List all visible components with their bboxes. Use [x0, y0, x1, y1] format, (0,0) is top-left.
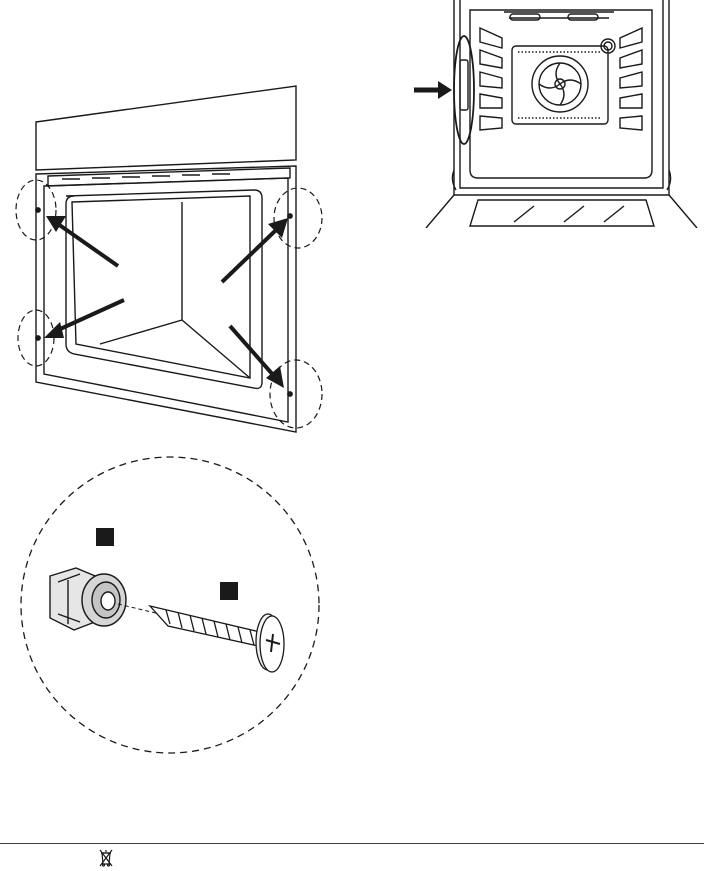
label-marker-b — [220, 582, 238, 600]
oven-interior-illustration — [414, 0, 704, 228]
oven-cavity-frame-illustration — [0, 82, 330, 442]
footer-rule — [0, 843, 704, 844]
label-marker-a — [96, 528, 114, 546]
crossed-out-wheelie-bin-icon — [98, 849, 114, 867]
screw-and-dowel-detail — [18, 454, 324, 756]
